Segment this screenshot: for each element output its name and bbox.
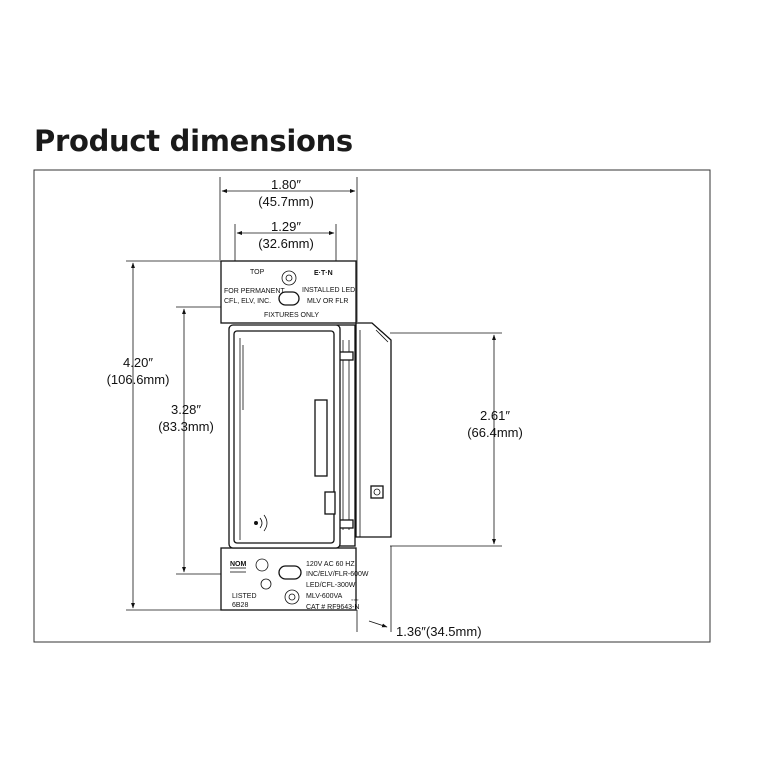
rating-mlv: MLV-600VA — [306, 593, 343, 600]
cfl-elv-inc-label: CFL, ELV, INC. — [224, 298, 271, 305]
terminal-screw — [370, 485, 384, 499]
listing-code: 6B28 — [232, 602, 248, 609]
brand-logo: E·T·N — [314, 270, 333, 277]
body-height-inches: 2.61″ — [480, 408, 510, 423]
rating-led: LED/CFL-300W — [306, 582, 356, 589]
page-title: Product dimensions — [34, 124, 353, 158]
bottom-mounting-slot — [278, 565, 302, 580]
side-body — [355, 322, 392, 538]
depth-label: 1.36″(34.5mm) — [396, 624, 482, 639]
wireless-icon — [254, 521, 258, 525]
nom-label: NOM — [230, 561, 247, 568]
overall-width-mm: (45.7mm) — [258, 194, 314, 209]
switch-width-inches: 1.29″ — [271, 219, 301, 234]
overall-height-inches: 4.20″ — [123, 355, 153, 370]
mlv-or-flr-label: MLV OR FLR — [307, 298, 349, 305]
preset-slider — [314, 399, 328, 477]
tab-marking: ◦◦◦ — [351, 597, 358, 604]
top-mounting-slot — [278, 291, 300, 306]
overall-height-mm: (106.6mm) — [107, 372, 170, 387]
drawing-frame — [33, 169, 711, 643]
switch-height-inches: 3.28″ — [171, 402, 201, 417]
paddle — [233, 330, 335, 544]
bottom-tab-text: NOM LISTED 6B28 120V AC 60 HZ INC/ELV/FL… — [230, 561, 369, 611]
overall-width-inches: 1.80″ — [271, 177, 301, 192]
top-tab-text: TOP FOR PERMANENT CFL, ELV, INC. E·T·N I… — [224, 269, 357, 319]
installed-led-label: INSTALLED LED, — [302, 287, 357, 294]
dimension-lines — [126, 177, 502, 632]
switch-width-mm: (32.6mm) — [258, 236, 314, 251]
for-permanent-label: FOR PERMANENT — [224, 288, 285, 295]
top-label: TOP — [250, 269, 265, 276]
dimmer-switch: ◦◦◦ — [220, 260, 392, 611]
rating-inc: INC/ELV/FLR-600W — [306, 571, 369, 578]
body-height-mm: (66.4mm) — [467, 425, 523, 440]
switch-height-mm: (83.3mm) — [158, 419, 214, 434]
bottom-screw-hole — [284, 589, 300, 605]
listed-label: LISTED — [232, 593, 257, 600]
certification-mark — [255, 558, 269, 572]
top-screw-hole — [281, 270, 297, 286]
ul-mark — [260, 578, 272, 590]
rating-voltage: 120V AC 60 HZ — [306, 561, 355, 568]
fixtures-only-label: FIXTURES ONLY — [264, 312, 319, 319]
catalog-number: CAT # RF9643-N — [306, 604, 359, 611]
